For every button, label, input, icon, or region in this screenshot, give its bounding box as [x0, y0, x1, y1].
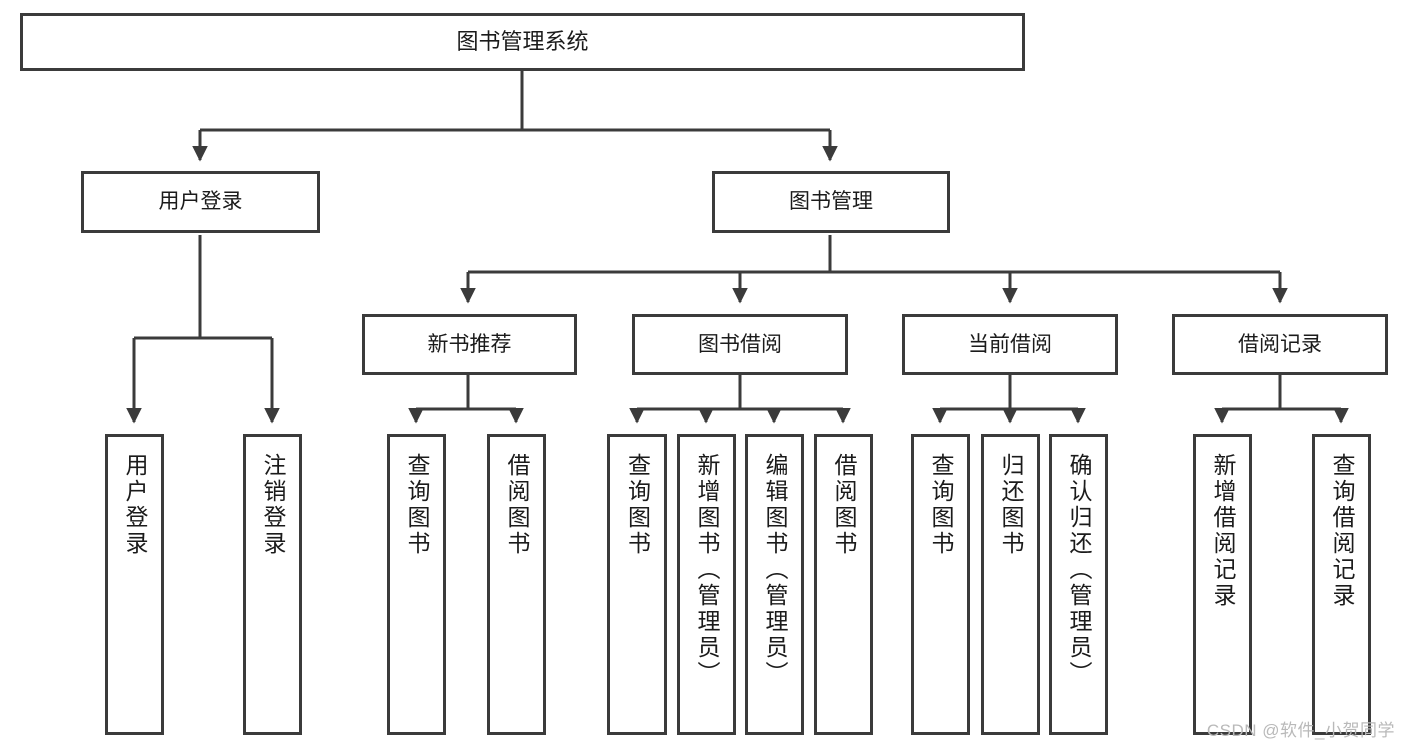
node-borrow-record[interactable]: 借阅记录 [1172, 314, 1388, 375]
watermark-text: CSDN @软件_小贺同学 [1206, 721, 1395, 740]
node-label: 图书管理系统 [456, 28, 589, 54]
node-book-borrow[interactable]: 图书借阅 [632, 314, 848, 375]
node-label: 新增借阅记录 [1210, 453, 1236, 609]
leaf-borrow-book[interactable]: 借阅图书 [814, 434, 873, 735]
leaf-edit-book[interactable]: 编辑图书（管理员） [745, 434, 804, 735]
node-current-borrow[interactable]: 当前借阅 [902, 314, 1118, 375]
node-label: 借阅图书 [504, 453, 530, 557]
leaf-add-book[interactable]: 新增图书（管理员） [677, 434, 736, 735]
node-label: 查询图书 [928, 453, 954, 557]
node-user-login[interactable]: 用户登录 [81, 171, 320, 233]
node-label: 确认归还（管理员） [1066, 453, 1092, 687]
leaf-query-borrow-record[interactable]: 查询借阅记录 [1312, 434, 1371, 735]
node-label: 当前借阅 [968, 332, 1052, 356]
node-label: 图书借阅 [698, 332, 782, 356]
node-label: 注销登录 [260, 453, 286, 557]
node-label: 图书管理 [789, 190, 873, 214]
node-label: 用户登录 [158, 190, 243, 214]
leaf-borrow-book-recommend[interactable]: 借阅图书 [487, 434, 546, 735]
leaf-query-book-current[interactable]: 查询图书 [911, 434, 970, 735]
leaf-user-logout[interactable]: 注销登录 [243, 434, 302, 735]
node-label: 新增图书（管理员） [694, 453, 720, 687]
node-label: 查询图书 [624, 453, 651, 557]
node-book-manage[interactable]: 图书管理 [712, 171, 950, 233]
node-new-book-recommend[interactable]: 新书推荐 [362, 314, 577, 375]
leaf-query-book-borrow[interactable]: 查询图书 [607, 434, 667, 735]
node-label: 查询借阅记录 [1329, 453, 1355, 609]
node-root-system[interactable]: 图书管理系统 [20, 13, 1025, 71]
node-label: 归还图书 [998, 453, 1024, 557]
leaf-confirm-return[interactable]: 确认归还（管理员） [1049, 434, 1108, 735]
leaf-return-book[interactable]: 归还图书 [981, 434, 1040, 735]
node-label: 编辑图书（管理员） [762, 453, 788, 687]
node-label: 查询图书 [404, 453, 430, 557]
node-label: 新书推荐 [427, 332, 512, 356]
node-label: 借阅记录 [1238, 332, 1322, 356]
node-label: 借阅图书 [831, 453, 857, 557]
leaf-add-borrow-record[interactable]: 新增借阅记录 [1193, 434, 1252, 735]
leaf-user-login[interactable]: 用户登录 [105, 434, 164, 735]
leaf-query-book-recommend[interactable]: 查询图书 [387, 434, 446, 735]
node-label: 用户登录 [122, 453, 148, 557]
